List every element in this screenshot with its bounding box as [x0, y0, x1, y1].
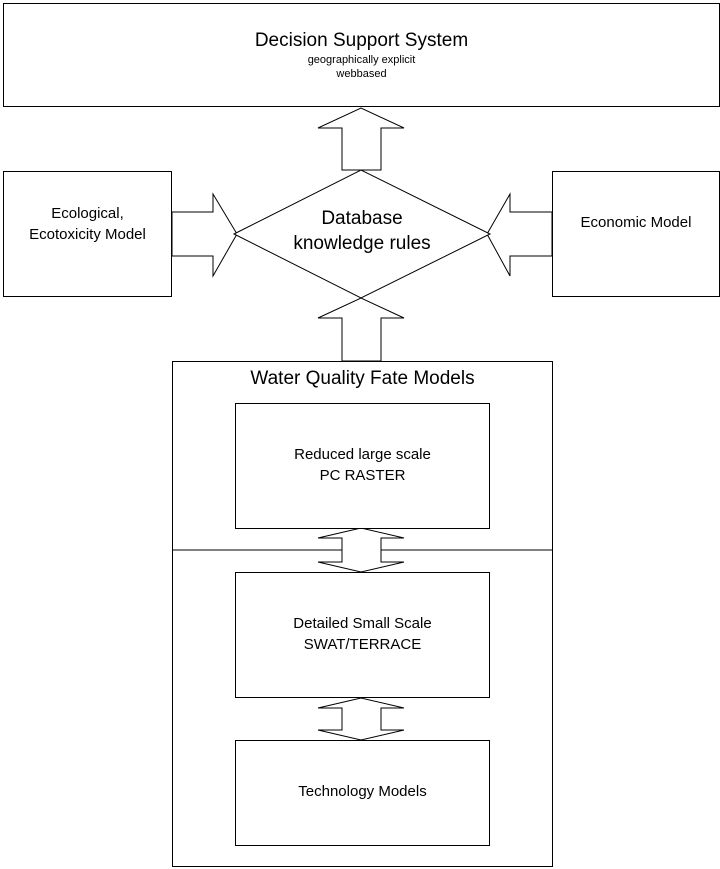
arrow-detailed-technology — [317, 697, 405, 741]
reduced-large-scale-box: Reduced large scale PC RASTER — [235, 403, 490, 529]
dss-subtitle-1: geographically explicit — [307, 54, 416, 66]
dss-title: Decision Support System — [254, 30, 469, 51]
economic-model-box: Economic Model — [552, 171, 720, 297]
reduced-label-1: Reduced large scale — [294, 446, 431, 463]
decision-support-system-box: Decision Support System geographically e… — [3, 3, 720, 107]
arrow-reduced-detailed — [317, 527, 405, 573]
ecological-model-box: Ecological, Ecotoxicity Model — [3, 171, 172, 297]
technology-models-box: Technology Models — [235, 740, 490, 846]
detailed-label-2: SWAT/TERRACE — [303, 636, 422, 653]
ecological-label-2: Ecotoxicity Model — [29, 226, 146, 243]
database-label-2: knowledge rules — [293, 233, 431, 254]
database-label-1: Database — [321, 208, 403, 229]
reduced-label-2: PC RASTER — [319, 467, 406, 484]
database-diamond — [232, 169, 492, 299]
detailed-label-1: Detailed Small Scale — [293, 615, 432, 632]
ecological-label-1: Ecological, — [51, 205, 124, 222]
arrow-water-quality-to-database — [317, 297, 405, 362]
dss-subtitle-2: webbased — [336, 68, 387, 80]
arrow-economic-to-database — [486, 192, 553, 277]
water-quality-title: Water Quality Fate Models — [250, 368, 475, 389]
arrow-database-to-dss — [317, 107, 405, 171]
water-quality-fate-models-box: Water Quality Fate Models — [172, 361, 553, 867]
technology-label: Technology Models — [298, 783, 427, 800]
economic-label: Economic Model — [580, 214, 692, 231]
arrow-ecological-to-database — [171, 192, 238, 278]
detailed-small-scale-box: Detailed Small Scale SWAT/TERRACE — [235, 572, 490, 698]
